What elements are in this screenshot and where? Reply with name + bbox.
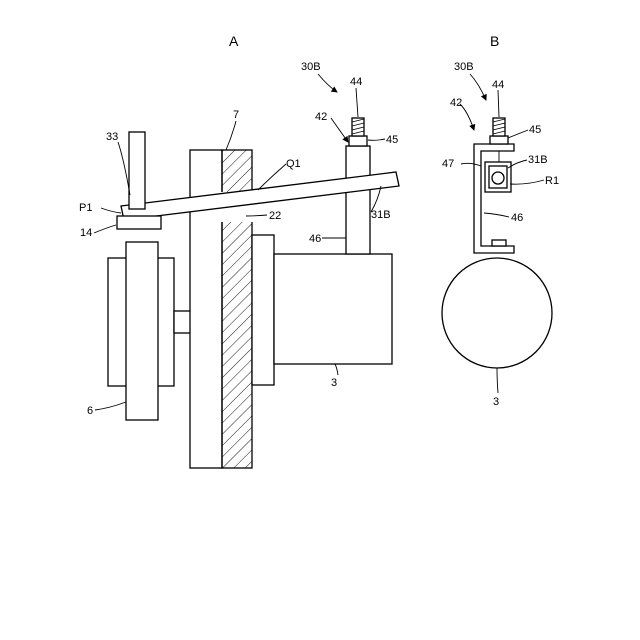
label-46-b: 46 [511,212,523,224]
label-7: 7 [233,109,239,121]
rod-33 [129,132,145,209]
label-q1: Q1 [286,158,301,170]
panel-a: A [79,33,399,468]
label-47-b: 47 [442,158,454,170]
label-42-b: 42 [450,97,462,109]
label-45: 45 [386,134,398,146]
label-30b: 30B [301,61,321,73]
label-6: 6 [87,405,93,417]
label-30b-b: 30B [454,61,474,73]
motor-3-end-view [442,258,552,368]
panel-a-title: A [229,33,239,49]
label-14: 14 [80,227,92,239]
label-22: 22 [269,210,281,222]
label-44: 44 [350,76,362,88]
bolt-44 [490,118,508,162]
label-3-b: 3 [493,396,499,408]
pulley-6 [108,242,192,420]
label-31b: 31B [371,209,391,221]
label-33: 33 [106,131,118,143]
label-3: 3 [331,377,337,389]
motor-3 [252,235,392,385]
lever-31b-section [485,162,511,192]
label-r1-b: R1 [545,175,559,187]
bracket-46-side [474,144,514,253]
panel-b-title: B [490,33,499,49]
block-14 [117,216,161,229]
label-31b-b: 31B [528,154,548,166]
label-45-b: 45 [529,124,541,136]
label-44-b: 44 [492,79,504,91]
label-46: 46 [309,233,321,245]
label-p1: P1 [79,202,92,214]
label-42: 42 [315,111,327,123]
panel-b: B [442,33,559,408]
